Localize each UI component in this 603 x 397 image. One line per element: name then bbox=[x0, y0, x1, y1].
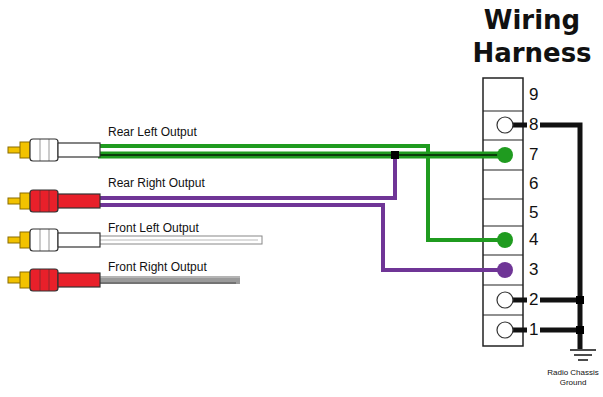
output-label: Front Left Output bbox=[108, 221, 199, 235]
wire-junction bbox=[391, 151, 399, 159]
rca-plug bbox=[8, 269, 100, 291]
pin-number: 9 bbox=[527, 86, 540, 104]
pin-number: 8 bbox=[527, 116, 540, 134]
harness-title: Wiring Harness bbox=[462, 4, 602, 70]
pin-number: 3 bbox=[527, 261, 540, 279]
pin-number: 2 bbox=[527, 291, 540, 309]
ground-wire bbox=[512, 125, 580, 349]
pin-terminal bbox=[497, 117, 513, 338]
output-label: Rear Left Output bbox=[108, 125, 197, 139]
output-label: Rear Right Output bbox=[108, 176, 205, 190]
rear-left-cable bbox=[98, 146, 498, 240]
rca-plug bbox=[8, 139, 100, 161]
harness-connector bbox=[483, 78, 523, 346]
front-left-cable bbox=[98, 236, 262, 244]
title-text: Wiring Harness bbox=[462, 4, 602, 70]
pin-number: 5 bbox=[527, 204, 540, 222]
pin-number: 6 bbox=[527, 175, 540, 193]
ground-symbol bbox=[570, 350, 596, 360]
ground-label: Radio Chassis Ground bbox=[546, 368, 600, 388]
pin-number: 4 bbox=[527, 231, 540, 249]
rear-right-cable bbox=[98, 155, 498, 270]
wire-junction bbox=[576, 326, 584, 334]
rca-plug bbox=[8, 229, 100, 251]
rca-plug bbox=[8, 190, 100, 212]
pin-number: 7 bbox=[527, 146, 540, 164]
front-right-cable bbox=[98, 276, 240, 284]
wire-junction bbox=[576, 296, 584, 304]
output-label: Front Right Output bbox=[108, 260, 207, 274]
pin-number: 1 bbox=[527, 321, 540, 339]
